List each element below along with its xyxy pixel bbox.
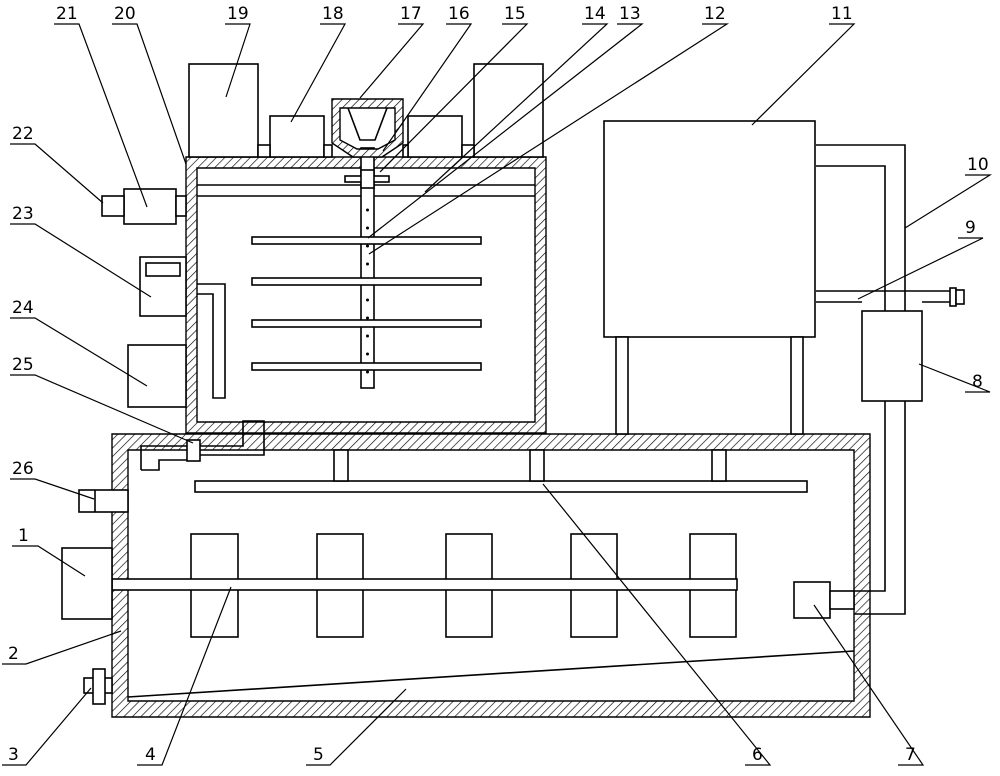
label-10: 10: [967, 155, 989, 175]
left-attachments: [101, 188, 187, 408]
label-23: 23: [12, 204, 34, 224]
label-18: 18: [322, 4, 344, 24]
label-16: 16: [448, 4, 470, 24]
upper-tank: [185, 156, 547, 434]
drain-valve: [83, 668, 113, 705]
label-14: 14: [584, 4, 606, 24]
inclined-bottom-plate: [127, 650, 855, 698]
outlet-pipe: [816, 287, 965, 307]
lower-stirring-shaft: [111, 533, 738, 638]
transfer-pipe: [140, 420, 265, 471]
label-1: 1: [18, 526, 29, 546]
label-3: 3: [8, 745, 19, 765]
callout-labels: 1 2 3 4 5 6 7 8 9 10 11 12 13 14 15 16 1…: [8, 4, 989, 765]
label-24: 24: [12, 298, 34, 318]
label-11: 11: [831, 4, 853, 24]
label-9: 9: [965, 218, 976, 238]
label-8: 8: [972, 372, 983, 392]
feed-hopper: [331, 98, 404, 158]
label-20: 20: [114, 4, 136, 24]
pump: [793, 581, 855, 619]
storage-tank: [603, 120, 816, 435]
lower-motor: [61, 547, 113, 620]
side-nozzle: [78, 489, 129, 513]
label-19: 19: [227, 4, 249, 24]
label-13: 13: [619, 4, 641, 24]
label-2: 2: [8, 644, 19, 664]
callout-leaders: [2, 23, 993, 766]
label-26: 26: [12, 459, 34, 479]
label-21: 21: [56, 4, 78, 24]
label-17: 17: [400, 4, 422, 24]
label-12: 12: [704, 4, 726, 24]
label-4: 4: [145, 745, 156, 765]
label-5: 5: [313, 745, 324, 765]
label-15: 15: [504, 4, 526, 24]
agitator-blades: [251, 236, 482, 371]
return-pipe: [816, 144, 906, 615]
upper-rail-assembly: [194, 449, 808, 493]
label-22: 22: [12, 124, 34, 144]
level-pipe: [197, 283, 226, 399]
label-6: 6: [752, 745, 763, 765]
agitator-shaft: [344, 147, 390, 389]
filter-unit: [861, 310, 923, 402]
label-7: 7: [905, 745, 916, 765]
label-25: 25: [12, 355, 34, 375]
